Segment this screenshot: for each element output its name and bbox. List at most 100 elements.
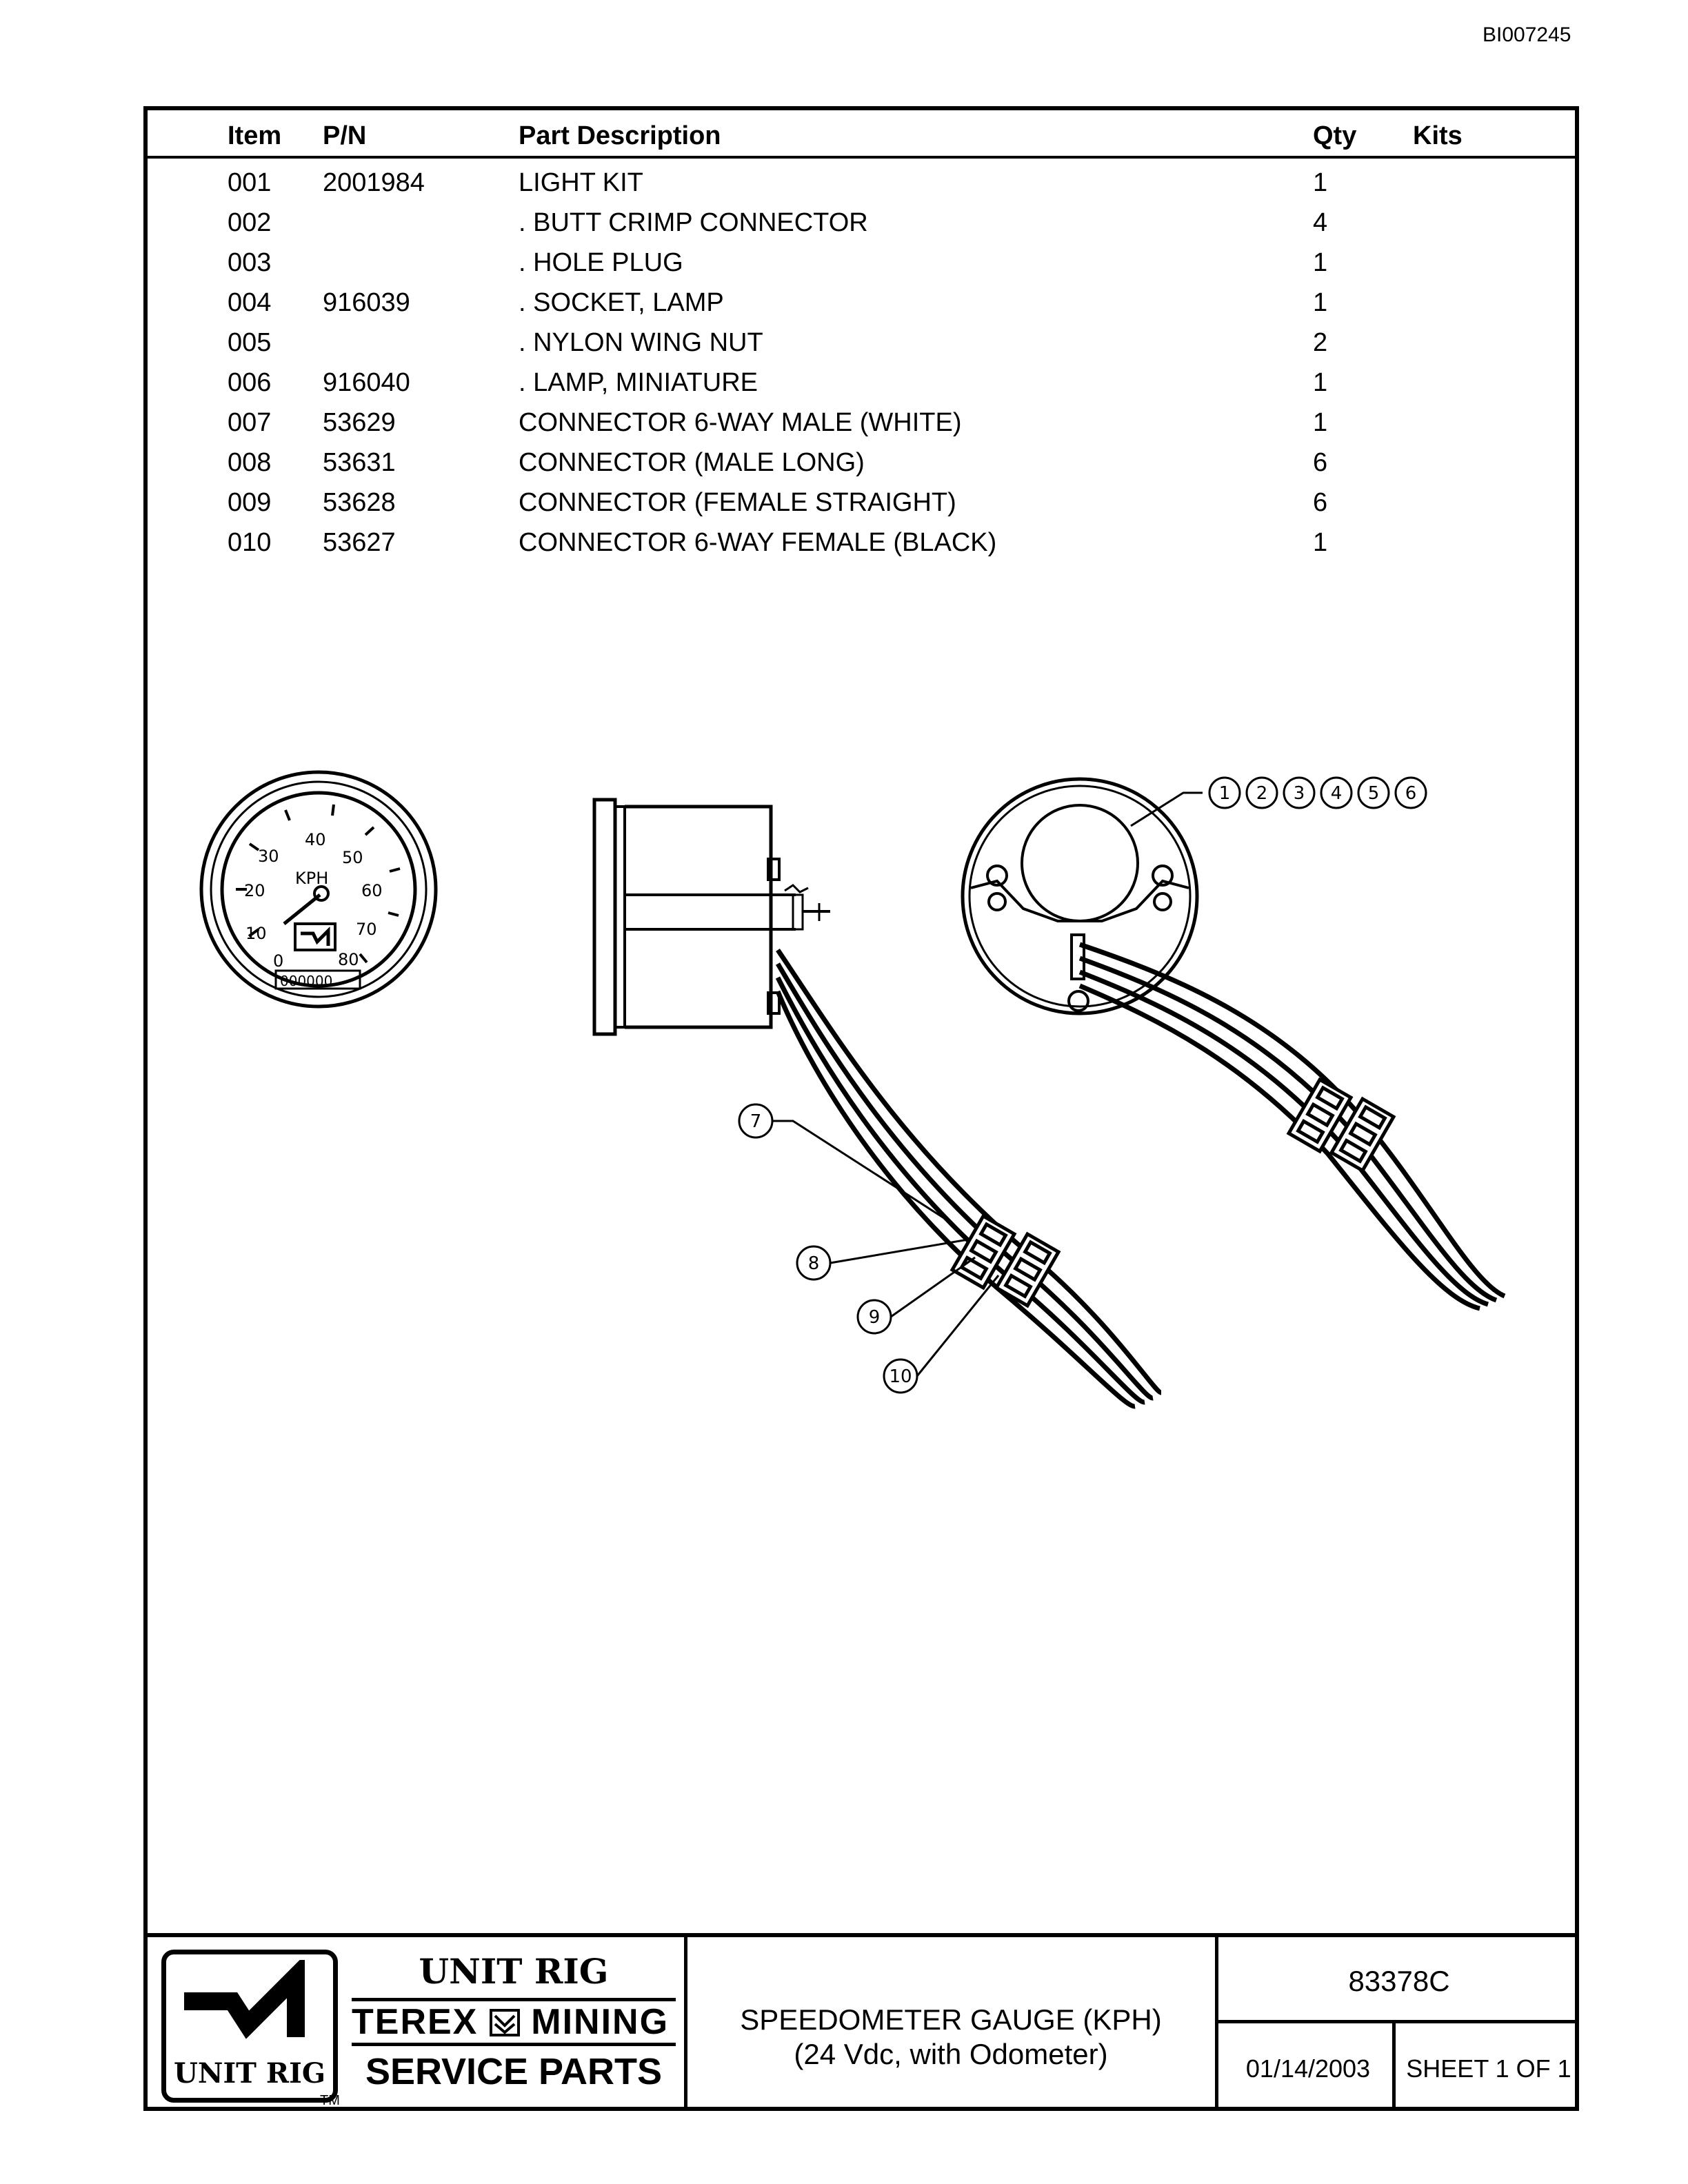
drawing-title: SPEEDOMETER GAUGE (KPH) xyxy=(740,2003,1162,2036)
scale-label-10: 10 xyxy=(245,924,267,943)
callout-numbers: 1 2 3 4 5 6 7 8 9 10 xyxy=(750,783,1417,1387)
sheet-number: SHEET 1 OF 1 xyxy=(1406,2054,1571,2083)
header-description: Part Description xyxy=(519,121,721,150)
odometer-window xyxy=(274,969,361,990)
table-row: 006 916040 . LAMP, MINIATURE 1 xyxy=(148,361,1575,401)
row-qty: 2 xyxy=(1313,328,1328,357)
needle-hub xyxy=(313,885,330,902)
terex-label: TEREX xyxy=(352,2002,479,2042)
row-description: . HOLE PLUG xyxy=(519,248,683,277)
leader-lines xyxy=(772,791,1203,1377)
row-item: 003 xyxy=(228,248,272,277)
terex-emblem-icon xyxy=(489,2009,520,2036)
gauge-front-view xyxy=(199,770,438,1009)
unit-rig-logo: UNIT RIG xyxy=(161,1950,338,2103)
revision-date: 01/14/2003 xyxy=(1245,2054,1371,2083)
connector-pair-rear xyxy=(1286,1077,1396,1173)
logo-mark-icon xyxy=(184,1960,305,2039)
row-pn: 916040 xyxy=(323,368,410,397)
title-block-rule xyxy=(1218,2020,1575,2023)
drawing-subtitle: (24 Vdc, with Odometer) xyxy=(794,2038,1108,2070)
callout-7: 7 xyxy=(750,1111,762,1132)
row-description: . SOCKET, LAMP xyxy=(519,288,724,317)
row-qty: 6 xyxy=(1313,488,1328,517)
row-pn: 916039 xyxy=(323,288,410,317)
row-pn: 53631 xyxy=(323,448,396,477)
row-item: 001 xyxy=(228,168,272,197)
row-description: . BUTT CRIMP CONNECTOR xyxy=(519,208,868,237)
scale-label-0: 0 xyxy=(273,951,283,971)
title-block-divider xyxy=(1392,2020,1396,2107)
callout-circles xyxy=(738,776,1427,1394)
row-item: 008 xyxy=(228,448,272,477)
gauge-logo-badge xyxy=(294,922,336,951)
gauge-needle xyxy=(283,893,321,925)
exploded-drawing: 0 10 20 30 40 50 60 70 80 KPH 000000 1 2… xyxy=(199,770,1506,1409)
row-item: 005 xyxy=(228,328,272,357)
callout-9: 9 xyxy=(869,1307,881,1328)
table-row: 003 . HOLE PLUG 1 xyxy=(148,241,1575,281)
callout-2: 2 xyxy=(1256,783,1268,804)
row-qty: 6 xyxy=(1313,448,1328,477)
header-pn: P/N xyxy=(323,121,367,150)
title-block-divider xyxy=(1215,1937,1218,2107)
header-kits: Kits xyxy=(1413,121,1463,150)
document-id: BI007245 xyxy=(1483,23,1571,46)
table-row: 008 53631 CONNECTOR (MALE LONG) 6 xyxy=(148,441,1575,481)
callout-8: 8 xyxy=(808,1253,820,1274)
row-description: . LAMP, MINIATURE xyxy=(519,368,758,397)
parts-table-body: 001 2001984 LIGHT KIT 1 002 . BUTT CRIMP CON… xyxy=(148,161,1575,561)
row-item: 010 xyxy=(228,528,272,557)
row-description: LIGHT KIT xyxy=(519,168,643,197)
brand-name: UNIT RIG xyxy=(419,1951,609,1992)
row-qty: 1 xyxy=(1313,168,1328,197)
side-harness-wires xyxy=(775,949,1163,1409)
odometer-digits: 000000 xyxy=(280,973,332,989)
row-pn: 2001984 xyxy=(323,168,425,197)
connector-pair-side xyxy=(950,1213,1061,1308)
row-item: 006 xyxy=(228,368,272,397)
row-item: 009 xyxy=(228,488,272,517)
title-block: UNIT RIG TM UNIT RIG TEREX MINING SERVIC… xyxy=(148,1933,1575,2108)
scale-label-60: 60 xyxy=(361,881,383,900)
table-row: 005 . NYLON WING NUT 2 xyxy=(148,321,1575,361)
row-description: CONNECTOR 6-WAY MALE (WHITE) xyxy=(519,408,962,437)
gauge-labels: 0 10 20 30 40 50 60 70 80 KPH 000000 xyxy=(244,830,383,989)
callout-10: 10 xyxy=(889,1366,912,1387)
service-parts-label: SERVICE PARTS xyxy=(365,2051,663,2092)
callout-3: 3 xyxy=(1294,783,1305,804)
row-qty: 1 xyxy=(1313,408,1328,437)
row-item: 002 xyxy=(228,208,272,237)
header-qty: Qty xyxy=(1313,121,1357,150)
scale-label-20: 20 xyxy=(244,881,265,900)
row-qty: 1 xyxy=(1313,528,1328,557)
scale-label-80: 80 xyxy=(338,950,359,969)
callout-4: 4 xyxy=(1331,783,1343,804)
callout-1: 1 xyxy=(1219,783,1231,804)
row-pn: 53627 xyxy=(323,528,396,557)
row-qty: 1 xyxy=(1313,248,1328,277)
table-row: 001 2001984 LIGHT KIT 1 xyxy=(148,161,1575,201)
row-pn: 53628 xyxy=(323,488,396,517)
drawing-number: 83378C xyxy=(1348,1965,1450,1997)
terex-mining-banner: TEREX MINING xyxy=(352,1998,676,2046)
mining-label: MINING xyxy=(531,2002,670,2042)
scale-label-30: 30 xyxy=(258,847,279,866)
row-pn: 53629 xyxy=(323,408,396,437)
logo-text: UNIT RIG xyxy=(174,2057,325,2090)
gauge-side-view xyxy=(592,798,830,1036)
scale-label-70: 70 xyxy=(356,920,377,939)
row-description: . NYLON WING NUT xyxy=(519,328,763,357)
row-qty: 1 xyxy=(1313,368,1328,397)
callout-5: 5 xyxy=(1368,783,1380,804)
row-description: CONNECTOR (MALE LONG) xyxy=(519,448,865,477)
scale-label-50: 50 xyxy=(342,848,363,867)
scale-label-40: 40 xyxy=(305,830,326,849)
parts-table-header: Item P/N Part Description Qty Kits xyxy=(148,110,1575,159)
